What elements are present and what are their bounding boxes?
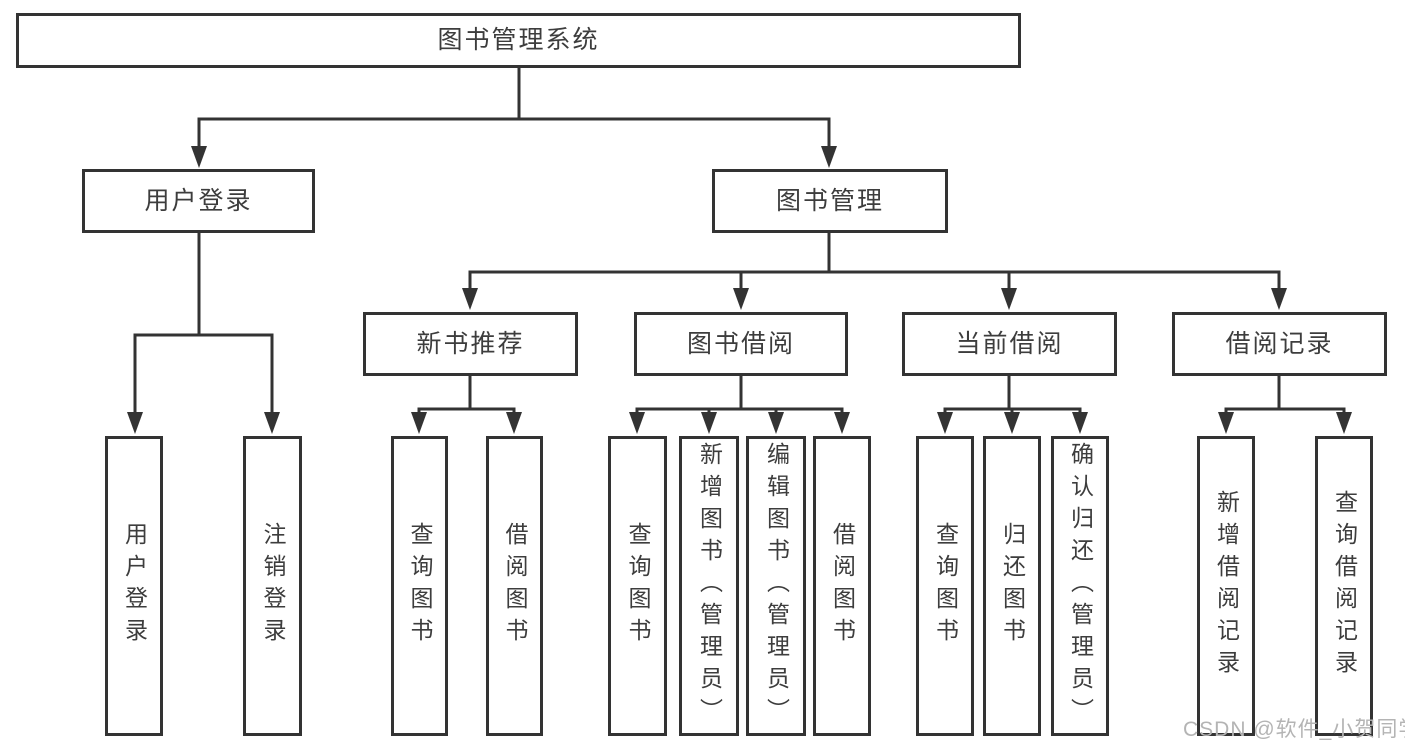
node-borrow-records: 借阅记录 [1172, 312, 1387, 376]
leaf-borrow-books-borrow: 借阅图书 [813, 436, 871, 736]
leaf-user-login: 用户登录 [105, 436, 163, 736]
leaf-logout: 注销登录 [243, 436, 302, 736]
connector-user-login-children [133, 233, 274, 414]
leaf-add-borrow-record: 新增借阅记录 [1197, 436, 1255, 736]
arrowheads-borrow-records [1218, 412, 1352, 434]
arrowheads-level3 [462, 288, 1287, 310]
arrowheads-current-borrow [937, 412, 1088, 434]
leaf-edit-books-admin: 编辑图书（管理员） [746, 436, 806, 736]
connector-book-management-children [468, 233, 1281, 290]
connector-new-book-recommend-children [417, 376, 516, 414]
leaf-return-books: 归还图书 [983, 436, 1041, 736]
leaf-query-borrow-record: 查询借阅记录 [1315, 436, 1373, 736]
arrowheads-book-borrow [629, 412, 850, 434]
node-user-login: 用户登录 [82, 169, 315, 233]
node-root: 图书管理系统 [16, 13, 1021, 68]
node-current-borrow: 当前借阅 [902, 312, 1117, 376]
connector-current-borrow-children [943, 376, 1082, 414]
arrowheads-level2 [191, 146, 837, 168]
leaf-query-books-recommend: 查询图书 [391, 436, 448, 736]
connector-book-borrow-children [635, 376, 844, 414]
arrowheads-user-login-children [127, 412, 280, 434]
connector-borrow-records-children [1224, 376, 1346, 414]
node-book-borrow: 图书借阅 [634, 312, 848, 376]
leaf-borrow-books-recommend: 借阅图书 [486, 436, 543, 736]
watermark: CSDN @软件_小贺同学 [1183, 718, 1405, 741]
leaf-add-books-admin: 新增图书（管理员） [679, 436, 739, 736]
node-book-management: 图书管理 [712, 169, 948, 233]
leaf-confirm-return-admin: 确认归还（管理员） [1051, 436, 1109, 736]
leaf-query-books-borrow: 查询图书 [608, 436, 667, 736]
leaf-query-books-current: 查询图书 [916, 436, 974, 736]
connector-root-to-level2 [197, 68, 831, 148]
arrowheads-new-book-recommend [411, 412, 522, 434]
node-new-book-recommend: 新书推荐 [363, 312, 578, 376]
